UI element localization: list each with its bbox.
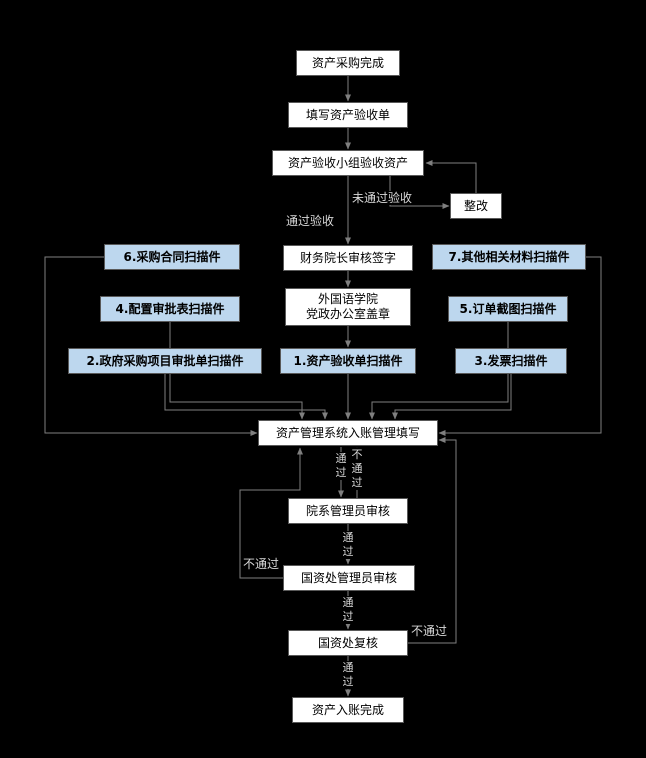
- edge-rectify-back-to-teamaccept: [425, 160, 477, 193]
- node-scan-gov-procurement-approval: 2.政府采购项目审批单扫描件: [68, 348, 262, 374]
- node-dept-admin-review: 院系管理员审核: [288, 498, 408, 524]
- edge-label-fail-state-admin: 不通过: [243, 557, 280, 571]
- node-scan-config-approval-form: 4.配置审批表扫描件: [100, 296, 240, 322]
- node-finance-dean-sign: 财务院长审核签字: [283, 245, 413, 271]
- edge-label-fail-recheck: 不通过: [411, 624, 448, 638]
- office-stamp-line2: 党政办公室盖章: [305, 307, 390, 321]
- edge-scan3-to-entry: [392, 374, 512, 420]
- node-asset-purchase-complete: 资产采购完成: [296, 50, 400, 76]
- node-scan-purchase-contract: 6.采购合同扫描件: [104, 244, 240, 270]
- node-fill-acceptance-form: 填写资产验收单: [288, 102, 408, 128]
- edge-label-fail-dept-review: 不通过: [350, 448, 364, 490]
- edge-label-pass-dept-review: 通过: [341, 531, 355, 559]
- node-entry-management-fill: 资产管理系统入账管理填写: [258, 420, 438, 446]
- edge-scan2-to-entry: [164, 374, 328, 420]
- node-rectify: 整改: [450, 193, 502, 219]
- node-acceptance-team-check: 资产验收小组验收资产: [272, 150, 424, 176]
- edge-label-pass-to-dept: 通过: [334, 452, 348, 480]
- edge-label-pass-acceptance: 通过验收: [286, 214, 335, 228]
- node-scan-order-screenshot: 5.订单截图扫描件: [448, 296, 568, 322]
- node-asset-entry-complete: 资产入账完成: [292, 697, 404, 723]
- edge-recheck-fail-back: [408, 437, 457, 644]
- edge-label-pass-state-admin: 通过: [341, 596, 355, 624]
- node-state-asset-admin-review: 国资处管理员审核: [283, 565, 415, 591]
- node-scan-other-materials: 7.其他相关材料扫描件: [432, 244, 586, 270]
- node-state-asset-recheck: 国资处复核: [288, 630, 408, 656]
- edge-fail-to-rectify: [389, 176, 450, 209]
- edge-label-fail-acceptance: 未通过验收: [352, 191, 413, 205]
- node-office-stamp: 外国语学院 党政办公室盖章: [285, 288, 411, 326]
- node-scan-invoice: 3.发票扫描件: [455, 348, 567, 374]
- edge-scan6-to-entry: [44, 256, 258, 436]
- edge-scan7-to-entry: [438, 256, 602, 436]
- edge-label-pass-recheck: 通过: [341, 661, 355, 689]
- edge-stateadmin-fail-back: [239, 447, 303, 579]
- office-stamp-line1: 外国语学院: [317, 292, 378, 306]
- node-scan-acceptance-form: 1.资产验收单扫描件: [280, 348, 416, 374]
